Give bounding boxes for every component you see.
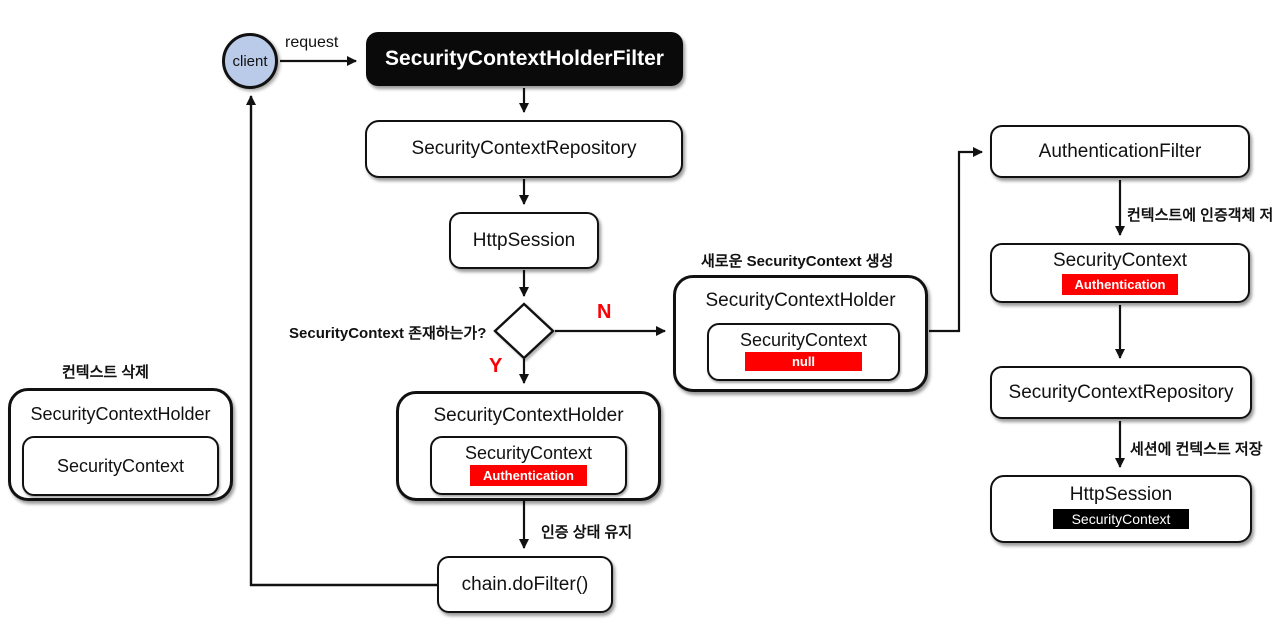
keep-auth-label: 인증 상태 유지	[541, 524, 633, 541]
node-security-context-repository: SecurityContextRepository	[365, 120, 683, 178]
security-context-badge: SecurityContext	[1053, 509, 1189, 529]
null-badge: null	[745, 352, 862, 371]
node-label: HttpSession	[472, 229, 576, 251]
authentication-badge: Authentication	[470, 465, 587, 486]
client-node: client	[222, 33, 278, 89]
save-context-to-session-label: 세션에 컨텍스트 저장	[1130, 441, 1263, 458]
holder-deleted-inner: SecurityContext	[22, 436, 219, 496]
decision-question-label: SecurityContext 존재하는가?	[289, 325, 487, 342]
holder-title: SecurityContextHolder	[30, 404, 211, 424]
save-auth-to-context-label: 컨텍스트에 인증객체 저	[1127, 207, 1274, 224]
new-context-label: 새로운 SecurityContext 생성	[701, 253, 894, 270]
decision-diamond	[493, 302, 555, 360]
branch-no-label: N	[597, 301, 612, 323]
inner-title: SecurityContext	[464, 443, 593, 463]
node-security-context-repository-right: SecurityContextRepository	[990, 366, 1252, 419]
node-chain-do-filter: chain.doFilter()	[437, 556, 613, 613]
delete-context-label: 컨텍스트 삭제	[62, 364, 149, 381]
holder-title: SecurityContextHolder	[433, 405, 624, 426]
client-label: client	[232, 52, 268, 70]
node-holder-deleted: SecurityContextHolder SecurityContext	[8, 388, 233, 501]
node-holder-existing: SecurityContextHolder SecurityContext Au…	[396, 391, 661, 501]
inner-title: SecurityContext	[56, 456, 185, 476]
holder-new-inner: SecurityContext null	[707, 323, 900, 381]
node-holder-new: SecurityContextHolder SecurityContext nu…	[673, 275, 928, 392]
inner-title: SecurityContext	[739, 330, 868, 350]
node-security-context-auth: SecurityContext Authentication	[990, 243, 1250, 303]
authentication-badge: Authentication	[1062, 274, 1178, 295]
node-label: HttpSession	[1069, 484, 1173, 505]
holder-title: SecurityContextHolder	[705, 290, 896, 311]
node-label: SecurityContextHolderFilter	[385, 47, 664, 70]
node-label: chain.doFilter()	[461, 573, 589, 595]
branch-yes-label: Y	[489, 355, 503, 377]
node-label: SecurityContext	[1052, 250, 1188, 271]
node-security-context-holder-filter: SecurityContextHolderFilter	[366, 32, 683, 86]
request-edge-label: request	[285, 34, 339, 51]
edge-newcontext-to-authfilter	[929, 147, 983, 333]
node-label: SecurityContextRepository	[411, 138, 637, 159]
node-authentication-filter: AuthenticationFilter	[990, 125, 1250, 178]
node-label: SecurityContextRepository	[1008, 381, 1234, 403]
holder-existing-inner: SecurityContext Authentication	[430, 436, 627, 495]
node-http-session-right: HttpSession SecurityContext	[990, 475, 1252, 543]
node-label: AuthenticationFilter	[1038, 140, 1202, 162]
node-http-session: HttpSession	[449, 212, 599, 269]
